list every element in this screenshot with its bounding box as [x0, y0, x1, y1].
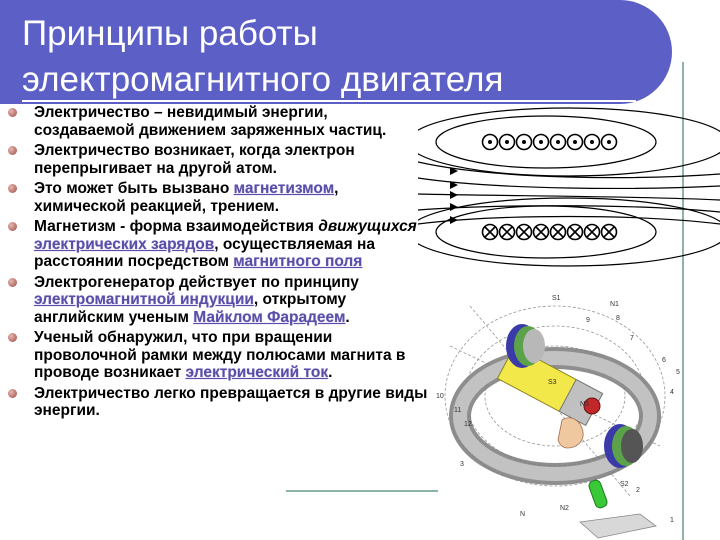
frame-line-right	[682, 62, 684, 540]
cross-mark-icon	[552, 226, 564, 238]
cross-mark-icon	[603, 226, 615, 238]
generator-part-label: S1	[552, 295, 561, 302]
bullet-dot-icon	[8, 277, 17, 287]
generator-part-label: S2	[620, 481, 629, 488]
bullet-text: , осуществляемая на расстоянии посредств…	[34, 235, 375, 271]
title-underline	[22, 100, 636, 102]
hyperlink[interactable]: электрических зарядов	[34, 235, 215, 253]
bullet-text: .	[328, 364, 333, 381]
bullet-text: .	[345, 308, 350, 326]
hyperlink[interactable]: магнитного поля	[233, 253, 363, 270]
bullet-dot-icon	[8, 222, 17, 231]
title-band: Принципы работы электромагнитного двигат…	[0, 0, 672, 104]
generator-part-label: 12	[464, 421, 472, 428]
generator-part-label: 6	[662, 357, 666, 364]
bullet-dot-icon	[8, 333, 17, 342]
bullet-text: , открытому английским ученым	[34, 291, 347, 326]
bullet-item: Магнетизм - форма взаимодействия движущи…	[8, 218, 428, 271]
generator-part-label: 10	[436, 393, 444, 400]
dot-center-icon	[539, 140, 543, 144]
dot-center-icon	[573, 140, 577, 144]
generator-part-label: 11	[454, 407, 461, 414]
dot-center-icon	[505, 140, 509, 144]
bullet-text: Магнетизм - форма взаимодействия	[34, 218, 319, 235]
hyperlink[interactable]: электрический ток	[185, 364, 329, 381]
bullet-text: Ученый обнаружил, что при вращении прово…	[34, 329, 406, 381]
cross-mark-icon	[518, 226, 530, 238]
generator-part-label: 5	[676, 369, 680, 376]
slide-title-line2: электромагнитного двигателя	[22, 60, 504, 99]
dot-center-icon	[590, 140, 594, 144]
cross-mark-icon	[484, 226, 496, 238]
bullet-text: Электричество – невидимый энергии, созда…	[34, 104, 387, 139]
hyperlink[interactable]: Майклом Фарадеем	[193, 308, 346, 326]
bullet-dot-icon	[8, 184, 17, 193]
cross-mark-icon	[501, 226, 513, 238]
bullet-list: Электричество – невидимый энергии, созда…	[8, 104, 428, 423]
bullet-dot-icon	[8, 388, 17, 398]
emphasis-text: движущихся	[318, 218, 417, 235]
dot-center-icon	[607, 140, 611, 144]
slide-title-line1: Принципы работы	[22, 14, 318, 53]
generator-part-label: N2	[560, 505, 569, 512]
generator-part-label: N1	[610, 301, 619, 308]
generator-part-label: N3	[580, 401, 589, 408]
cross-mark-icon	[586, 226, 598, 238]
generator-part-label: 9	[586, 317, 590, 324]
hyperlink[interactable]: магнетизмом	[233, 180, 335, 197]
bullet-text: , химической реакцией, трением.	[34, 180, 339, 215]
dot-center-icon	[522, 140, 526, 144]
bullet-item: Электрогенератор действует по принципу э…	[8, 274, 428, 327]
magnetic-field-lines-diagram	[418, 107, 720, 267]
generator-part-label: 4	[670, 389, 674, 396]
cross-in-circle-row	[481, 223, 618, 241]
frame-line-bottom	[286, 490, 438, 492]
dot-center-icon	[488, 140, 492, 144]
bullet-dot-icon	[8, 108, 17, 117]
cross-mark-icon	[569, 226, 581, 238]
bullet-item: Электричество легко превращается в други…	[8, 385, 428, 420]
bullet-text: Электрогенератор действует по принципу	[34, 273, 359, 291]
generator-part-label: 3	[460, 461, 464, 468]
dot-in-circle-row	[481, 133, 618, 151]
generator-part-label: 1	[670, 517, 674, 524]
generator-part-label: 8	[616, 315, 620, 322]
bullet-text: Электричество легко превращается в други…	[34, 384, 428, 420]
bullet-item: Ученый обнаружил, что при вращении прово…	[8, 329, 428, 382]
generator-part-label: 2	[636, 487, 640, 494]
bullet-item: Электричество – невидимый энергии, созда…	[8, 104, 428, 139]
generator-part-label: S3	[548, 379, 557, 386]
bullet-text: Это может быть вызвано	[34, 180, 234, 197]
cross-mark-icon	[535, 226, 547, 238]
generator-part-label: N	[520, 511, 525, 518]
dot-center-icon	[556, 140, 560, 144]
bullet-item: Электричество возникает, когда электрон …	[8, 142, 428, 177]
hyperlink[interactable]: электромагнитной индукции	[34, 291, 254, 308]
generator-part-label: 7	[630, 335, 634, 342]
bullet-text: Электричество возникает, когда электрон …	[34, 142, 355, 177]
bullet-item: Это может быть вызвано магнетизмом, хими…	[8, 180, 428, 215]
bullet-dot-icon	[8, 146, 17, 155]
